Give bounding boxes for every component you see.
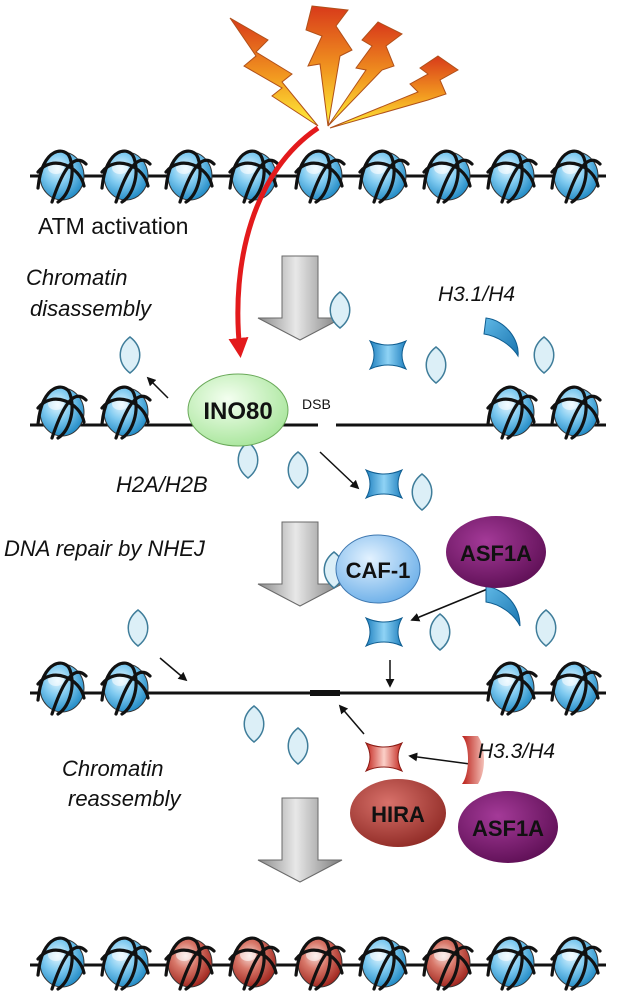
dna-damage-lightning-icon bbox=[229, 5, 459, 129]
nucleosome-icon bbox=[486, 385, 538, 440]
nucleosome-icon bbox=[486, 661, 538, 716]
nucleosome-icon bbox=[164, 149, 216, 204]
nucleosome-icon bbox=[36, 661, 88, 716]
nucleosome-h33-icon bbox=[228, 936, 280, 991]
h3-3-h4-label: H3.3/H4 bbox=[478, 740, 555, 763]
chromatin-reassembly-label-2: reassembly bbox=[68, 786, 182, 811]
protein-complexes: INO80 CAF-1 ASF1A HIRA ASF1A bbox=[187, 373, 558, 863]
asf1a-top-label: ASF1A bbox=[460, 541, 532, 566]
nucleosome-h33-icon bbox=[294, 936, 346, 991]
chromatin-disassembly-label-2: disassembly bbox=[30, 296, 153, 321]
asf1a-top-complex: ASF1A bbox=[446, 516, 546, 588]
hira-label: HIRA bbox=[371, 802, 425, 827]
atm-activation-arrow bbox=[228, 125, 320, 358]
nucleosome-icon bbox=[486, 936, 538, 991]
nucleosome-icon bbox=[36, 149, 88, 204]
nucleosome-icon bbox=[100, 385, 152, 440]
nucleosome-h33-icon bbox=[164, 936, 216, 991]
nucleosome-icon bbox=[36, 936, 88, 991]
nucleosome-icon bbox=[422, 149, 474, 204]
nucleosome-icon bbox=[550, 385, 602, 440]
nucleosome-icon bbox=[100, 149, 152, 204]
ino80-complex: INO80 bbox=[187, 373, 289, 447]
asf1a-bottom-complex: ASF1A bbox=[458, 791, 558, 863]
nucleosome-icon bbox=[358, 149, 410, 204]
atm-activation-label: ATM activation bbox=[38, 213, 188, 239]
asf1a-bottom-label: ASF1A bbox=[472, 816, 544, 841]
nucleosome-icon bbox=[550, 149, 602, 204]
diagram-labels: ATM activation Chromatin disassembly H3.… bbox=[4, 213, 555, 811]
nucleosome-icon bbox=[486, 149, 538, 204]
nucleosome-icon bbox=[100, 936, 152, 991]
h3-1-h4-label: H3.1/H4 bbox=[438, 283, 515, 306]
h2a-h2b-label: H2A/H2B bbox=[116, 472, 208, 497]
caf1-complex: CAF-1 bbox=[335, 534, 421, 604]
caf1-label: CAF-1 bbox=[346, 558, 411, 583]
nucleosome-h33-icon bbox=[422, 936, 474, 991]
chromatin-reassembly-label-1: Chromatin bbox=[62, 756, 163, 781]
process-arrow-icon bbox=[257, 255, 343, 883]
histone-movement-arrows bbox=[146, 376, 491, 765]
hira-complex: HIRA bbox=[350, 779, 446, 847]
nucleosome-icon bbox=[100, 661, 152, 716]
h2a-h2b-dimers bbox=[119, 291, 557, 765]
h3-3-h4-histones bbox=[462, 736, 484, 784]
dsb-label: DSB bbox=[302, 396, 331, 412]
chromatin-disassembly-label-1: Chromatin bbox=[26, 265, 127, 290]
nucleosome-icon bbox=[294, 149, 346, 204]
ino80-label: INO80 bbox=[203, 398, 272, 425]
nucleosome-icon bbox=[358, 936, 410, 991]
nucleosome-array bbox=[36, 149, 602, 991]
dna-repair-nhej-label: DNA repair by NHEJ bbox=[4, 536, 206, 561]
nucleosome-icon bbox=[550, 936, 602, 991]
nucleosome-icon bbox=[36, 385, 88, 440]
h3-1-h4-dimers bbox=[483, 317, 521, 627]
nucleosome-icon bbox=[550, 661, 602, 716]
h3-1-h4-tetramers bbox=[364, 339, 408, 773]
